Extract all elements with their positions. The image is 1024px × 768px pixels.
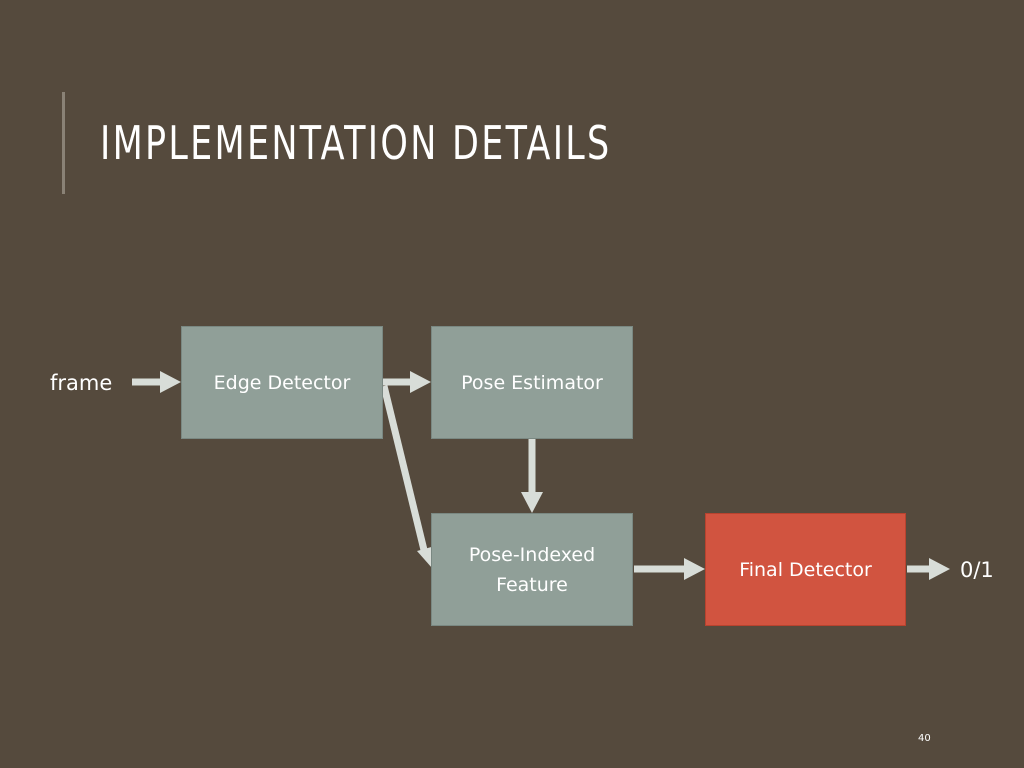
slide-title: IMPLEMENTATION DETAILS — [100, 116, 612, 170]
node-edge-detector: Edge Detector — [181, 326, 383, 439]
node-pose-estimator: Pose Estimator — [431, 326, 633, 439]
node-pose-estimator-label: Pose Estimator — [461, 371, 603, 394]
arrowhead-edge-detector-to-pose-estimator — [410, 371, 431, 393]
node-final-detector-label: Final Detector — [739, 558, 872, 581]
input-label-frame: frame — [50, 371, 113, 395]
output-label: 0/1 — [960, 558, 994, 582]
arrowhead-pose-indexed-feature-to-final-detector — [684, 558, 705, 580]
arrowhead-pose-estimator-to-pose-indexed-feature — [521, 492, 543, 513]
node-edge-detector-label: Edge Detector — [213, 371, 351, 394]
node-final-detector: Final Detector — [705, 513, 906, 626]
title-accent-bar — [62, 92, 65, 194]
arrowhead-edge-detector-to-pose-indexed-feature — [417, 546, 435, 568]
node-pose-indexed-feature-label-line1: Pose-Indexed — [468, 543, 596, 566]
arrowhead-frame-to-edge-detector — [160, 371, 181, 393]
slide-page-number: 40 — [918, 733, 931, 744]
arrowhead-final-detector-to-output — [929, 558, 950, 580]
node-pose-indexed-feature-label-line2: Feature — [496, 573, 568, 596]
node-pose-indexed-feature: Pose-Indexed Feature — [431, 513, 633, 626]
arrow-edge-detector-to-pose-indexed-feature — [380, 385, 428, 551]
